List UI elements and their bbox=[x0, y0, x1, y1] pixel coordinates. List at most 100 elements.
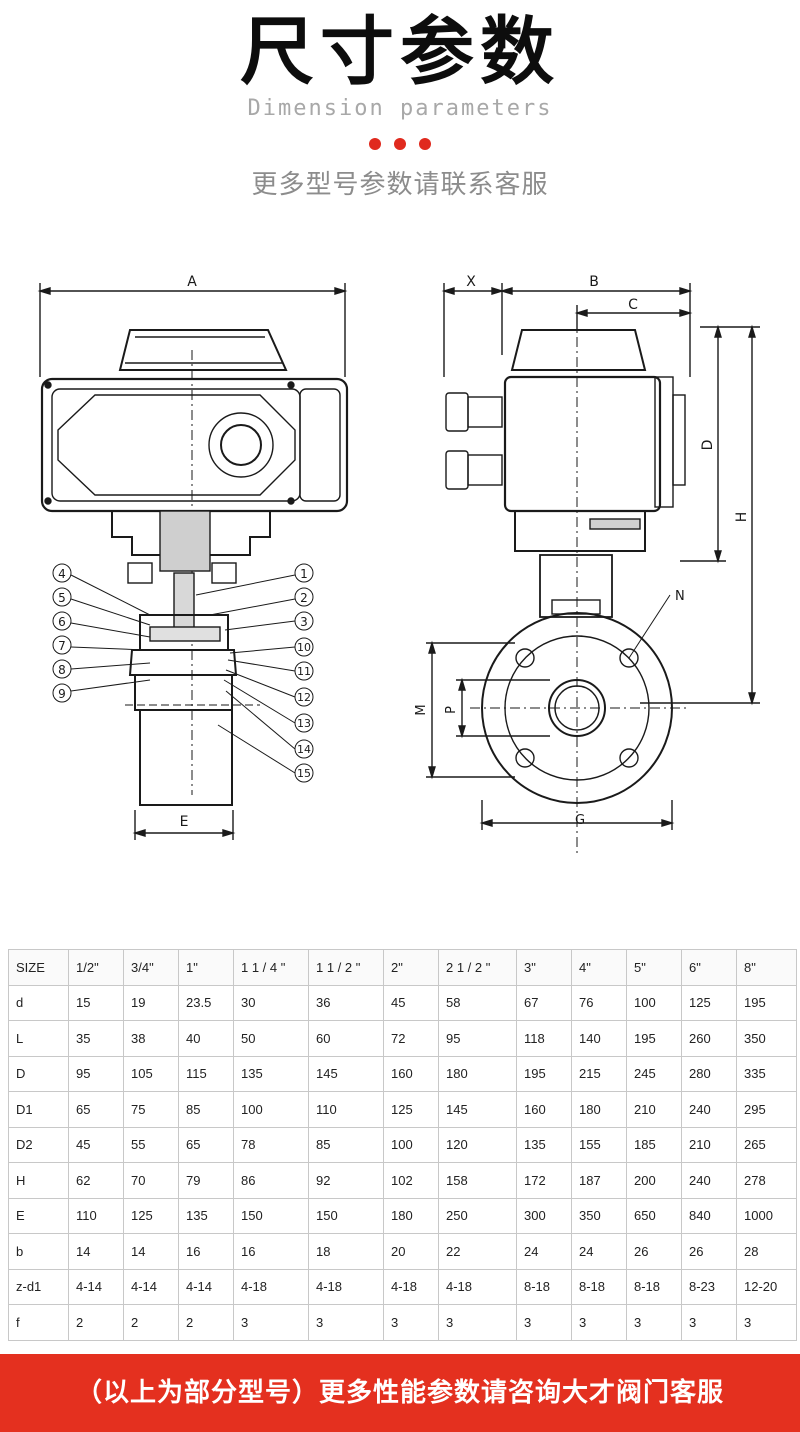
table-cell: 160 bbox=[383, 1055, 439, 1092]
table-cell: 65 bbox=[178, 1126, 234, 1163]
row-label-cell: D1 bbox=[8, 1091, 69, 1128]
table-cell: 110 bbox=[308, 1091, 384, 1128]
table-cell: 4" bbox=[571, 949, 627, 986]
table-cell: 295 bbox=[736, 1091, 797, 1128]
decorative-dots bbox=[0, 138, 800, 150]
table-cell: 19 bbox=[123, 984, 179, 1021]
table-cell: 58 bbox=[438, 984, 517, 1021]
table-cell: 187 bbox=[571, 1162, 627, 1199]
table-cell: 280 bbox=[681, 1055, 737, 1092]
table-cell: 158 bbox=[438, 1162, 517, 1199]
dim-label-m: M bbox=[414, 704, 429, 715]
table-cell: 120 bbox=[438, 1126, 517, 1163]
table-cell: 1000 bbox=[736, 1197, 797, 1234]
row-label-cell: b bbox=[8, 1233, 69, 1270]
dim-label-g: G bbox=[575, 813, 585, 828]
table-cell: 125 bbox=[123, 1197, 179, 1234]
table-cell: 135 bbox=[233, 1055, 309, 1092]
table-cell: 45 bbox=[383, 984, 439, 1021]
dim-label-x: X bbox=[466, 274, 476, 290]
table-cell: 8-18 bbox=[516, 1268, 572, 1305]
table-cell: 210 bbox=[626, 1091, 682, 1128]
table-cell: 195 bbox=[626, 1020, 682, 1057]
table-cell: 85 bbox=[178, 1091, 234, 1128]
dot-icon bbox=[369, 138, 381, 150]
table-cell: 3 bbox=[681, 1304, 737, 1341]
table-cell: 240 bbox=[681, 1091, 737, 1128]
table-cell: 95 bbox=[68, 1055, 124, 1092]
table-cell: 62 bbox=[68, 1162, 124, 1199]
row-label-cell: D2 bbox=[8, 1126, 69, 1163]
table-cell: 150 bbox=[233, 1197, 309, 1234]
table-cell: 195 bbox=[516, 1055, 572, 1092]
table-cell: 2" bbox=[383, 949, 439, 986]
table-cell: 100 bbox=[383, 1126, 439, 1163]
row-label-cell: D bbox=[8, 1055, 69, 1092]
table-cell: 240 bbox=[681, 1162, 737, 1199]
row-label-cell: SIZE bbox=[8, 949, 69, 986]
table-cell: 350 bbox=[571, 1197, 627, 1234]
table-cell: 78 bbox=[233, 1126, 309, 1163]
contact-note: 更多型号参数请联系客服 bbox=[251, 170, 549, 200]
table-cell: 8-18 bbox=[626, 1268, 682, 1305]
row-label-cell: E bbox=[8, 1197, 69, 1234]
table-cell: 180 bbox=[438, 1055, 517, 1092]
table-cell: 3 bbox=[438, 1304, 517, 1341]
table-cell: 260 bbox=[681, 1020, 737, 1057]
callout-8: 8 bbox=[58, 663, 66, 677]
callout-2: 2 bbox=[300, 591, 308, 605]
callout-14: 14 bbox=[297, 743, 311, 756]
table-cell: 210 bbox=[681, 1126, 737, 1163]
table-cell: 650 bbox=[626, 1197, 682, 1234]
dim-label-n: N bbox=[675, 589, 685, 604]
row-label-cell: f bbox=[8, 1304, 69, 1341]
callout-1: 1 bbox=[300, 567, 308, 581]
table-cell: 160 bbox=[516, 1091, 572, 1128]
table-cell: 60 bbox=[308, 1020, 384, 1057]
table-cell: 3 bbox=[233, 1304, 309, 1341]
table-cell: 155 bbox=[571, 1126, 627, 1163]
table-cell: 105 bbox=[123, 1055, 179, 1092]
table-cell: 115 bbox=[178, 1055, 234, 1092]
table-cell: 3" bbox=[516, 949, 572, 986]
table-cell: 150 bbox=[308, 1197, 384, 1234]
table-cell: 4-18 bbox=[383, 1268, 439, 1305]
table-cell: 95 bbox=[438, 1020, 517, 1057]
table-cell: 22 bbox=[438, 1233, 517, 1270]
table-cell: 28 bbox=[736, 1233, 797, 1270]
table-cell: 3 bbox=[516, 1304, 572, 1341]
valve-drawing-svg: A E 4 5 6 7 8 9 bbox=[37, 274, 760, 855]
table-cell: 26 bbox=[626, 1233, 682, 1270]
table-cell: 172 bbox=[516, 1162, 572, 1199]
table-cell: 8-23 bbox=[681, 1268, 737, 1305]
table-cell: 145 bbox=[438, 1091, 517, 1128]
table-cell: 100 bbox=[233, 1091, 309, 1128]
callout-6: 6 bbox=[58, 615, 66, 629]
table-cell: 5" bbox=[626, 949, 682, 986]
table-cell: 4-18 bbox=[438, 1268, 517, 1305]
table-cell: 23.5 bbox=[178, 984, 234, 1021]
table-cell: 14 bbox=[68, 1233, 124, 1270]
row-label-cell: L bbox=[8, 1020, 69, 1057]
table-cell: 85 bbox=[308, 1126, 384, 1163]
dim-label-h: H bbox=[734, 512, 750, 523]
row-label-cell: z-d1 bbox=[8, 1268, 69, 1305]
table-cell: 72 bbox=[383, 1020, 439, 1057]
table-cell: 4-14 bbox=[68, 1268, 124, 1305]
callout-12: 12 bbox=[297, 691, 311, 704]
callout-10: 10 bbox=[297, 641, 311, 654]
table-cell: 118 bbox=[516, 1020, 572, 1057]
table-cell: 2 1 / 2 " bbox=[438, 949, 517, 986]
table-cell: 65 bbox=[68, 1091, 124, 1128]
table-cell: 86 bbox=[233, 1162, 309, 1199]
table-cell: 2 bbox=[68, 1304, 124, 1341]
table-cell: 278 bbox=[736, 1162, 797, 1199]
table-cell: 100 bbox=[626, 984, 682, 1021]
table-cell: 350 bbox=[736, 1020, 797, 1057]
table-cell: 35 bbox=[68, 1020, 124, 1057]
